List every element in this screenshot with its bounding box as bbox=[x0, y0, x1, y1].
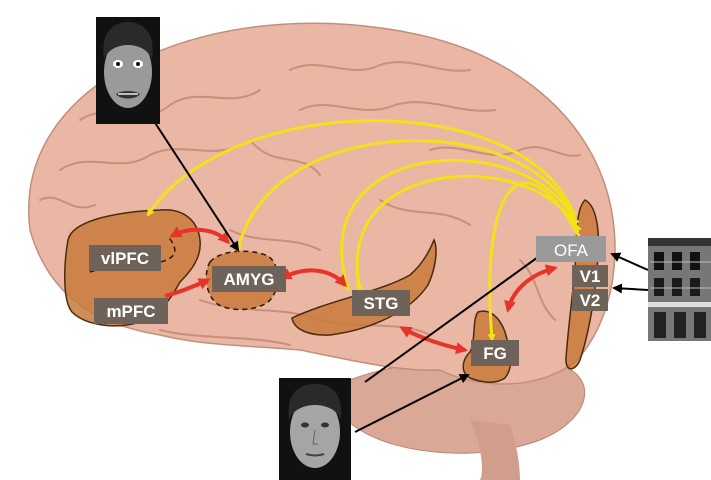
label-stg: STG bbox=[364, 294, 399, 313]
label-amyg: AMYG bbox=[224, 270, 275, 289]
label-mpfc: mPFC bbox=[106, 302, 155, 321]
arrow-building-to-v2 bbox=[614, 288, 648, 290]
label-ofa: OFA bbox=[554, 241, 589, 260]
building-photo bbox=[648, 238, 711, 341]
label-v1: V1 bbox=[580, 267, 601, 286]
arrow-building-to-ofa bbox=[612, 254, 648, 270]
label-v2: V2 bbox=[580, 291, 601, 310]
label-fg: FG bbox=[483, 344, 507, 363]
label-vlpfc: vlPFC bbox=[101, 249, 149, 268]
neutral-face-photo bbox=[279, 378, 351, 480]
fearful-face-photo bbox=[96, 17, 160, 124]
